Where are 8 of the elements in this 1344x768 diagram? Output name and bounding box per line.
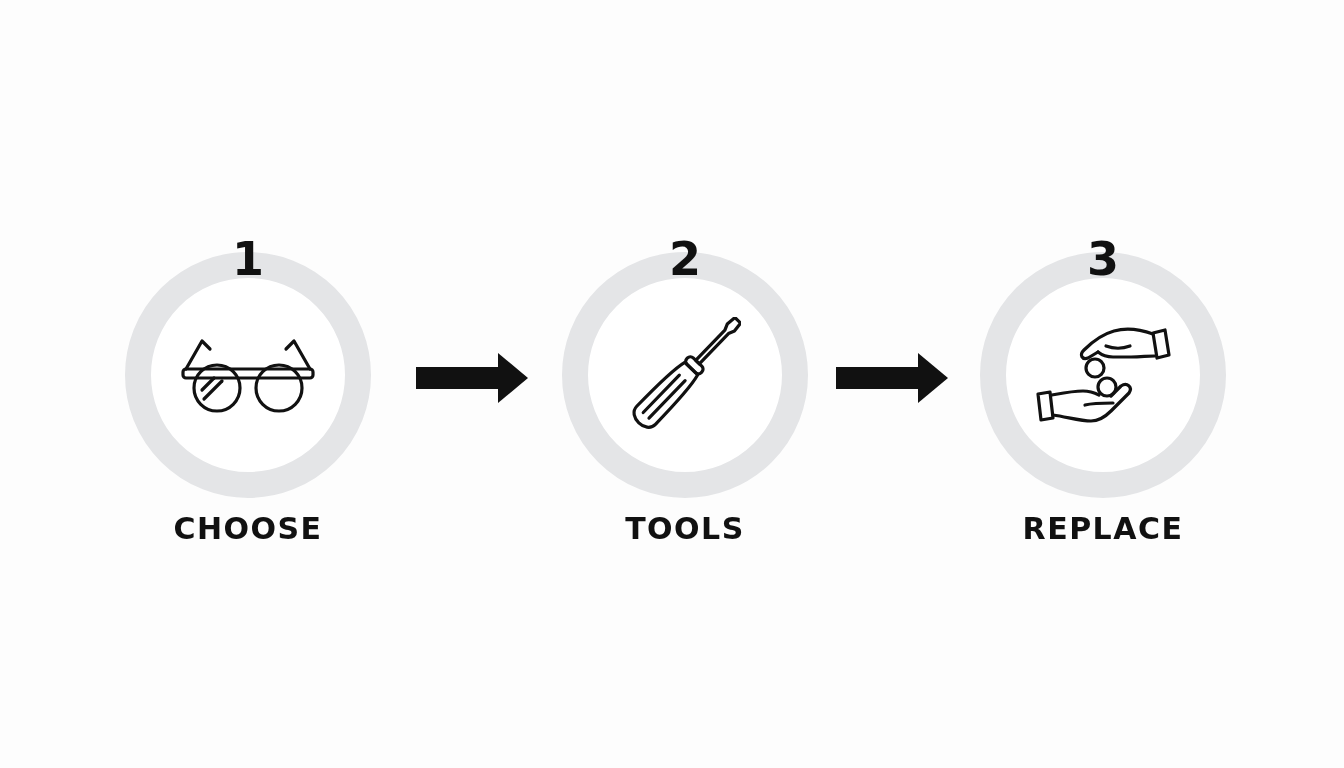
step-number: 2 — [669, 236, 701, 282]
step-label: TOOLS — [625, 511, 745, 547]
step-label: REPLACE — [1022, 511, 1184, 547]
step-number: 3 — [1087, 236, 1119, 282]
arrow — [836, 353, 948, 403]
arrow — [416, 353, 528, 403]
step-number: 1 — [232, 236, 264, 282]
step-label: CHOOSE — [173, 511, 323, 547]
